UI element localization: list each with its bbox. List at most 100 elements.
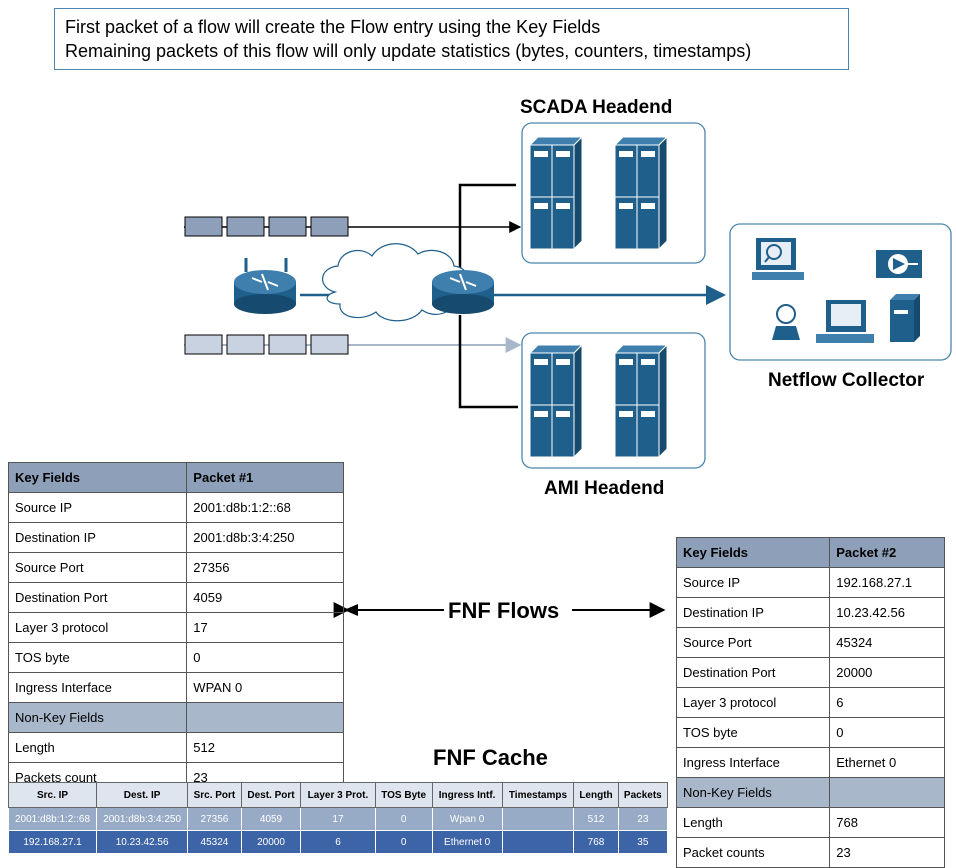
field-value: 17 [186,612,344,643]
field-value: 6 [829,687,945,718]
column-header: TOS Byte [374,782,433,808]
packet-train-2 [184,334,349,355]
scada-server-rack-icon [529,136,583,250]
column-header: Dest. Port [240,782,302,808]
field-value: 27356 [186,552,344,583]
field-name: Source IP [675,567,831,598]
field-value: WPAN 0 [186,672,344,703]
table-row: 192.168.27.1 10.23.42.56 45324 20000 6 0… [7,830,669,854]
table-cell: 2001:d8b:1:2::68 [7,807,98,831]
column-header: Packet #2 [829,537,945,568]
netflow-collector-label: Netflow Collector [768,370,925,391]
table-cell: 35 [617,830,669,854]
field-value: 20000 [829,657,945,688]
nonkey-header: Non-Key Fields [7,702,188,733]
field-name: Layer 3 protocol [675,687,831,718]
sniffer-icon [876,250,922,278]
table-header-row: Key Fields Packet #2 [675,537,945,568]
field-value: 512 [186,732,344,763]
field-name: TOS byte [7,642,188,673]
field-value: 0 [186,642,344,673]
column-header: Src. Port [187,782,242,808]
scada-server-rack-icon [614,136,668,250]
table-cell: 6 [300,830,376,854]
table-cell: 20000 [240,830,302,854]
field-name: Ingress Interface [675,747,831,778]
column-header: Src. IP [7,782,98,808]
field-name: Destination Port [675,657,831,688]
fnf-flows-label: FNF Flows [448,598,560,623]
field-value: 0 [829,717,945,748]
fnf-cache-label: FNF Cache [433,745,548,770]
table-cell: Wpan 0 [431,807,503,831]
ami-server-rack-icon [529,344,583,458]
scada-link [458,183,516,270]
packet-train-1 [184,216,349,237]
field-name: Length [675,807,831,838]
field-name: TOS byte [675,717,831,748]
field-name: Length [7,732,188,763]
column-header: Key Fields [7,462,188,493]
field-name: Source Port [675,627,831,658]
table-cell: 27356 [187,807,242,831]
field-value: 768 [829,807,945,838]
ami-link [458,315,518,409]
table-header-row: Src. IP Dest. IP Src. Port Dest. Port La… [7,782,669,808]
table-cell [501,807,575,831]
column-header: Key Fields [675,537,831,568]
field-name: Destination IP [7,522,188,553]
nonkey-header-empty [829,777,945,808]
column-header: Dest. IP [96,782,189,808]
table-cell: 0 [374,807,433,831]
ami-headend-label: AMI Headend [544,478,665,499]
nonkey-header-empty [186,702,344,733]
field-name: Destination Port [7,582,188,613]
wpan-router-icon [234,258,296,314]
column-header: Timestamps [501,782,575,808]
column-header: Ingress Intf. [431,782,503,808]
table-cell: 10.23.42.56 [96,830,189,854]
column-header: Length [573,782,619,808]
column-header: Packet #1 [186,462,344,493]
table-cell: Ethernet 0 [431,830,503,854]
field-name: Packet counts [675,837,831,868]
column-header: Layer 3 Prot. [300,782,376,808]
table-cell: 192.168.27.1 [7,830,98,854]
router-icon [432,270,494,314]
field-value: 2001:d8b:1:2::68 [186,492,344,523]
table-cell: 512 [573,807,619,831]
field-value: 2001:d8b:3:4:250 [186,522,344,553]
table-cell: 768 [573,830,619,854]
field-value: Ethernet 0 [829,747,945,778]
user-icon [772,304,800,340]
field-value: 10.23.42.56 [829,597,945,628]
flow-note-line-1: First packet of a flow will create the F… [65,17,601,37]
nonkey-header-row: Non-Key Fields [675,777,945,808]
table-cell: 4059 [240,807,302,831]
field-value: 192.168.27.1 [829,567,945,598]
scada-headend-label: SCADA Headend [520,97,673,118]
ami-server-rack-icon [614,344,668,458]
table-row: 2001:d8b:1:2::68 2001:d8b:3:4:250 27356 … [7,807,669,831]
analyzer-workstation-icon [752,238,804,280]
table-cell: 23 [617,807,669,831]
network-diagram [184,122,952,618]
table-cell: 2001:d8b:3:4:250 [96,807,189,831]
field-value: 4059 [186,582,344,613]
table-cell: 17 [300,807,376,831]
table-cell: 45324 [187,830,242,854]
field-name: Layer 3 protocol [7,612,188,643]
